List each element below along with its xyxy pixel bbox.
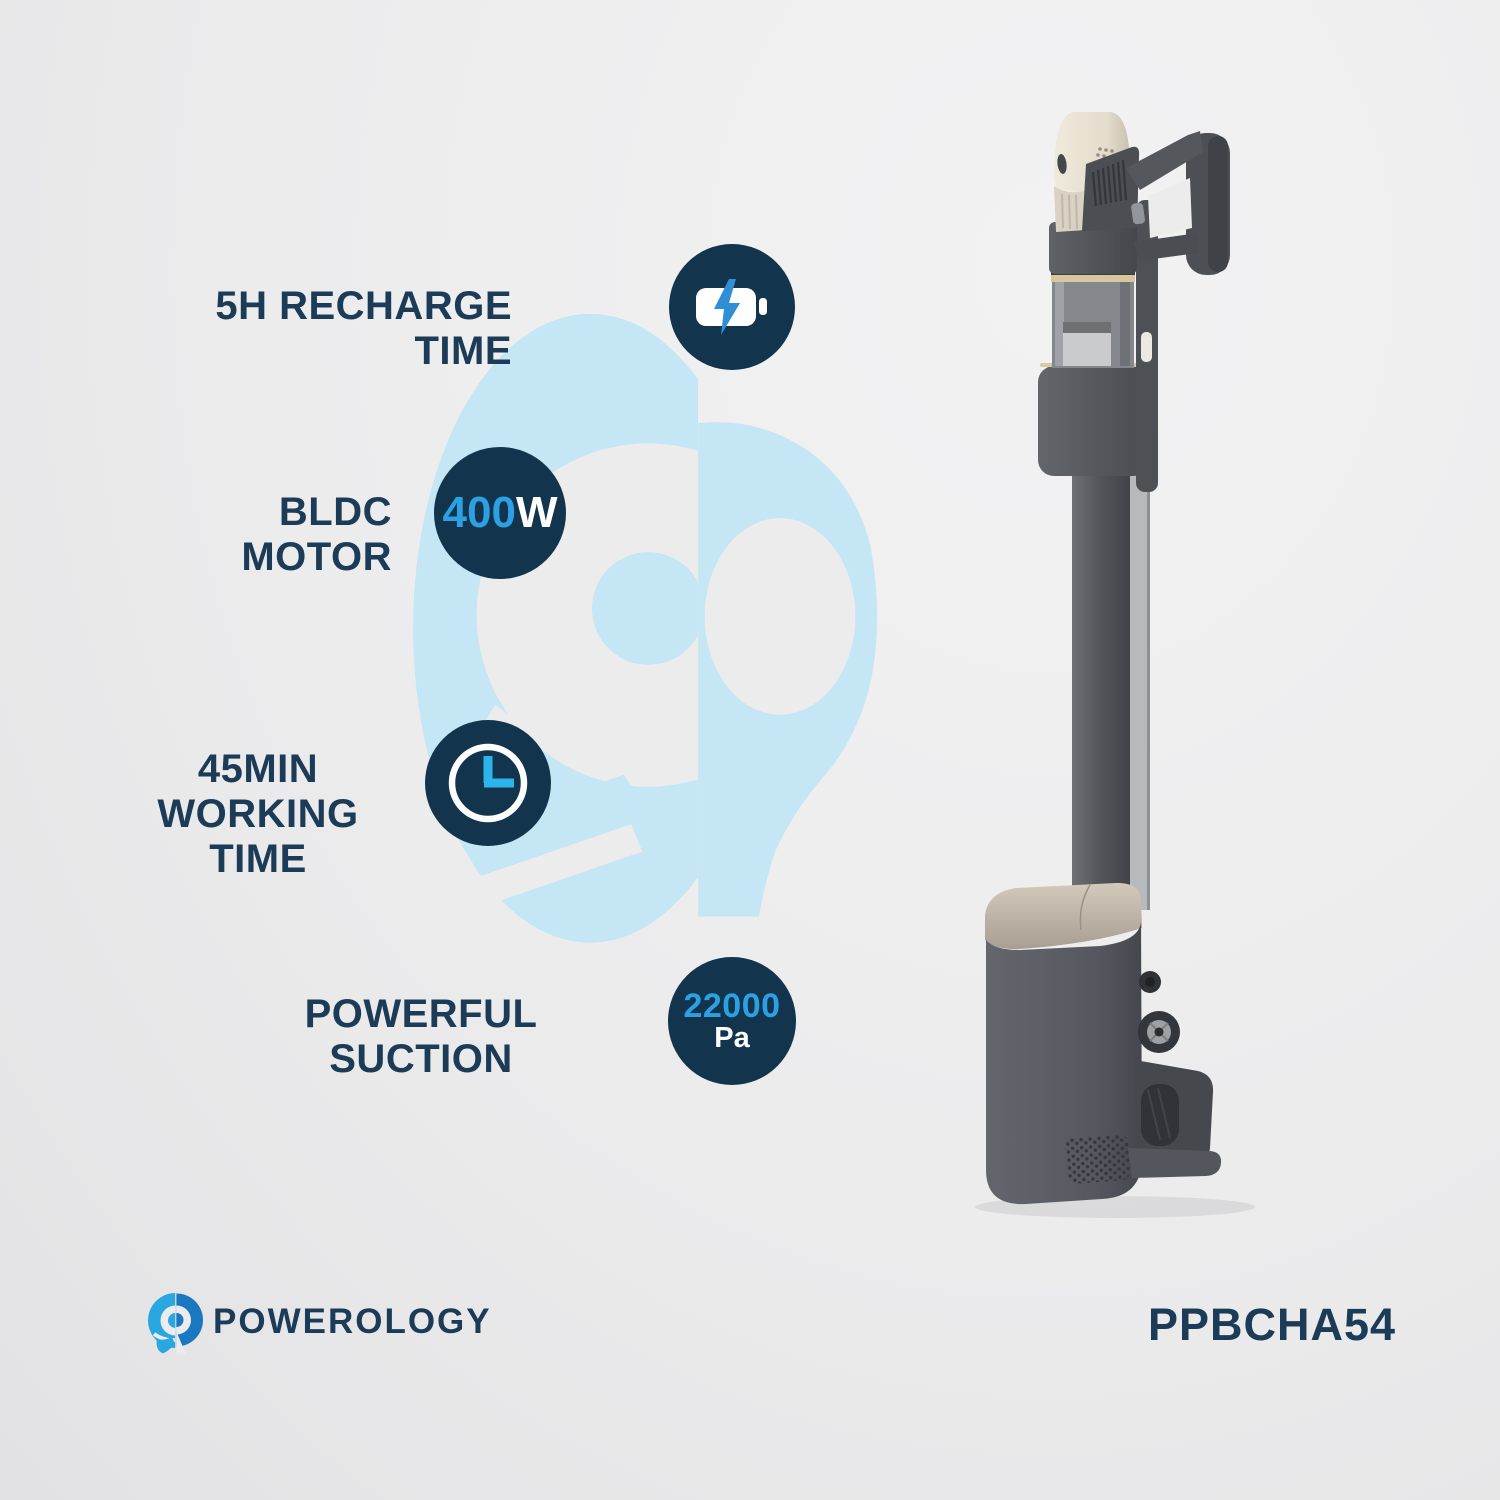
feature-label-working-time: 45MIN WORKING TIME: [103, 747, 413, 882]
feature-badge-recharge-time: [669, 244, 795, 370]
vacuum-motor-vents: [1082, 146, 1140, 231]
footer-model-number: PPBCHA54: [1148, 1299, 1397, 1350]
suction-value: 22000: [683, 986, 781, 1025]
wattage-value: 400W: [442, 488, 558, 537]
vacuum-pole: [1072, 430, 1150, 915]
battery-charging-icon: [696, 279, 767, 335]
dock-lid: [985, 882, 1142, 950]
feature-badge-suction: 22000 Pa: [668, 957, 796, 1085]
feature-badge-working-time: [425, 720, 551, 846]
vacuum-trigger: [1131, 202, 1145, 225]
feature-text: BLDC MOTOR: [241, 490, 392, 579]
dock-speaker-grille: [1065, 1134, 1131, 1184]
vacuum-handle: [1126, 131, 1230, 275]
feature-text: POWERFUL: [304, 992, 538, 1036]
gold-ring: [1051, 275, 1135, 282]
watermark-right-half: [698, 422, 878, 917]
clock-icon: [448, 743, 528, 823]
vacuum-handheld-unit: [1049, 112, 1230, 368]
feature-text: 5H RECHARGE TIME: [215, 284, 512, 373]
vacuum-dust-cup: [1052, 280, 1134, 368]
feature-label-motor: BLDC MOTOR: [120, 490, 392, 580]
vacuum-top-cap: [1054, 112, 1130, 232]
feature-text: SUCTION: [329, 1037, 513, 1081]
feature-text: 45MIN: [197, 747, 319, 791]
powerology-logo-icon: [148, 1293, 203, 1354]
footer-brand-wordmark: POWEROLOGY: [213, 1302, 492, 1341]
floor-head: [1128, 1060, 1222, 1178]
feature-label-recharge-time: 5H RECHARGE TIME: [120, 284, 512, 374]
product-image-vacuum: [975, 112, 1255, 1218]
feature-label-suction: POWERFUL SUCTION: [290, 992, 552, 1082]
dock-wheel: [1138, 1011, 1180, 1053]
charging-dock-base: [985, 882, 1222, 1205]
suction-unit: Pa: [714, 1021, 750, 1054]
feature-badge-motor-wattage: 400W: [434, 447, 566, 579]
floor-head-plate: [1128, 1148, 1222, 1178]
feature-text: WORKING TIME: [157, 792, 359, 881]
vacuum-dock-collar: [1038, 200, 1158, 492]
